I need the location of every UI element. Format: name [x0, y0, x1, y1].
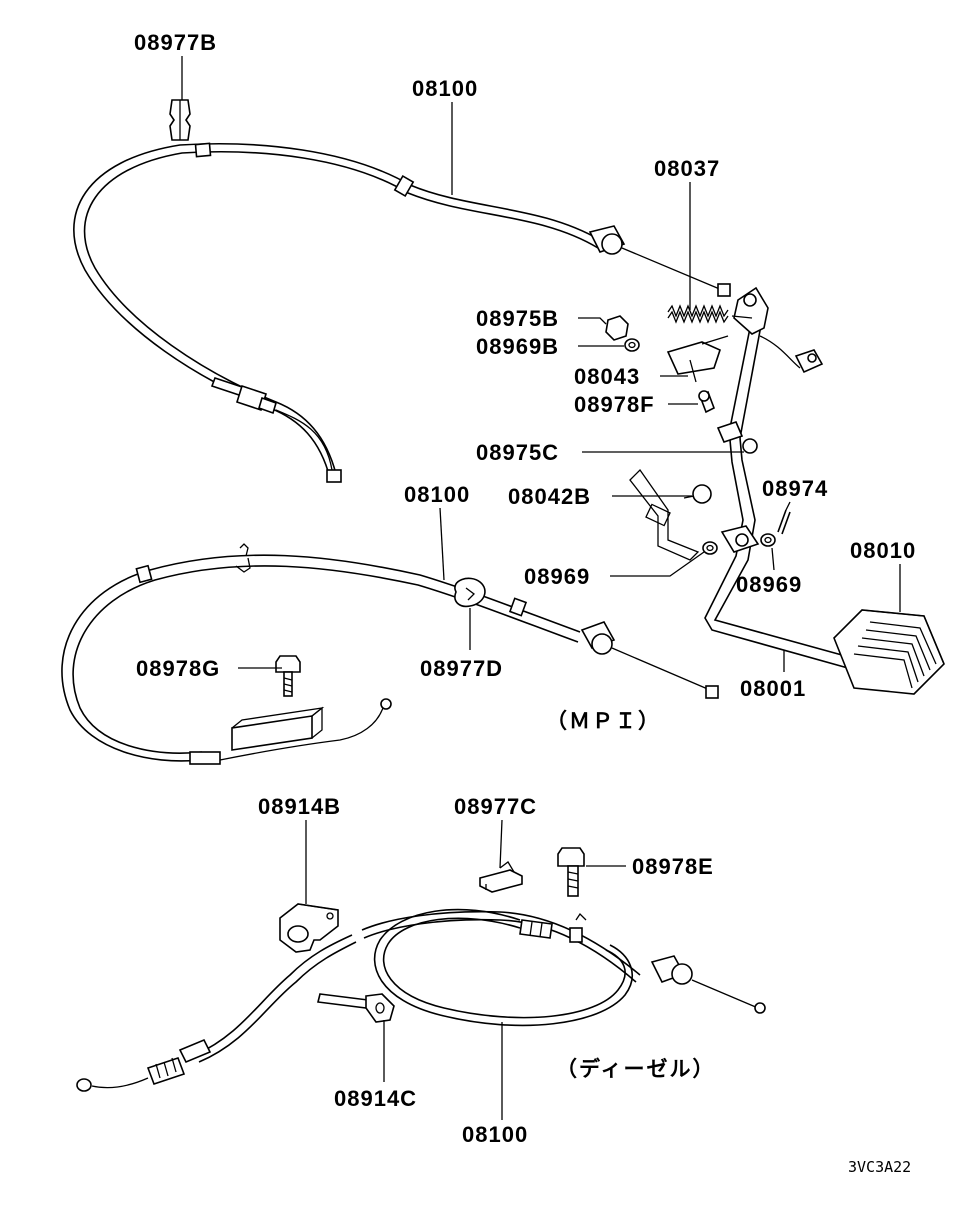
bolt-08978E — [557, 847, 585, 897]
clip-08977C — [479, 861, 523, 893]
clamp-08914B — [279, 903, 339, 953]
label-08914C: 08914C — [334, 1086, 417, 1111]
mpi-accelerator-cable — [61, 543, 719, 765]
diesel-accelerator-cable — [76, 908, 766, 1092]
label-08978E: 08978E — [632, 854, 714, 879]
top-accelerator-cable — [73, 142, 731, 483]
label-08100-top: 08100 — [412, 76, 478, 101]
label-08043: 08043 — [574, 364, 640, 389]
note-diesel: （ディーゼル） — [556, 1057, 716, 1081]
figure-code: 3VC3A22 — [848, 1158, 911, 1176]
label-08042B: 08042B — [508, 484, 591, 509]
label-08977D: 08977D — [420, 656, 503, 681]
label-08975C: 08975C — [476, 440, 559, 465]
clip-08977D — [454, 577, 486, 608]
pedal-arm-08001 — [605, 286, 861, 671]
label-08969B: 08969B — [476, 334, 559, 359]
label-08974: 08974 — [762, 476, 828, 501]
bolt-08978G — [275, 655, 301, 697]
clip-08977B — [169, 99, 191, 141]
label-08969-left: 08969 — [524, 564, 590, 589]
label-08100-bot: 08100 — [462, 1122, 528, 1147]
label-08975B: 08975B — [476, 306, 559, 331]
label-08978G: 08978G — [136, 656, 220, 681]
label-08001: 08001 — [740, 676, 806, 701]
label-08969-right: 08969 — [736, 572, 802, 597]
label-08914B: 08914B — [258, 794, 341, 819]
leader-lines — [181, 56, 901, 1120]
label-08978F: 08978F — [574, 392, 655, 417]
note-mpi: （ＭＰＩ） — [546, 709, 661, 733]
label-08037: 08037 — [654, 156, 720, 181]
label-08010: 08010 — [850, 538, 916, 563]
part-labels: 08977B 08100 08037 08975B 08969B 08043 0… — [134, 30, 916, 1176]
label-08977C: 08977C — [454, 794, 537, 819]
band-08914C — [317, 993, 395, 1023]
label-08100-mid: 08100 — [404, 482, 470, 507]
label-08977B: 08977B — [134, 30, 217, 55]
pedal-pad-08010 — [833, 609, 945, 695]
